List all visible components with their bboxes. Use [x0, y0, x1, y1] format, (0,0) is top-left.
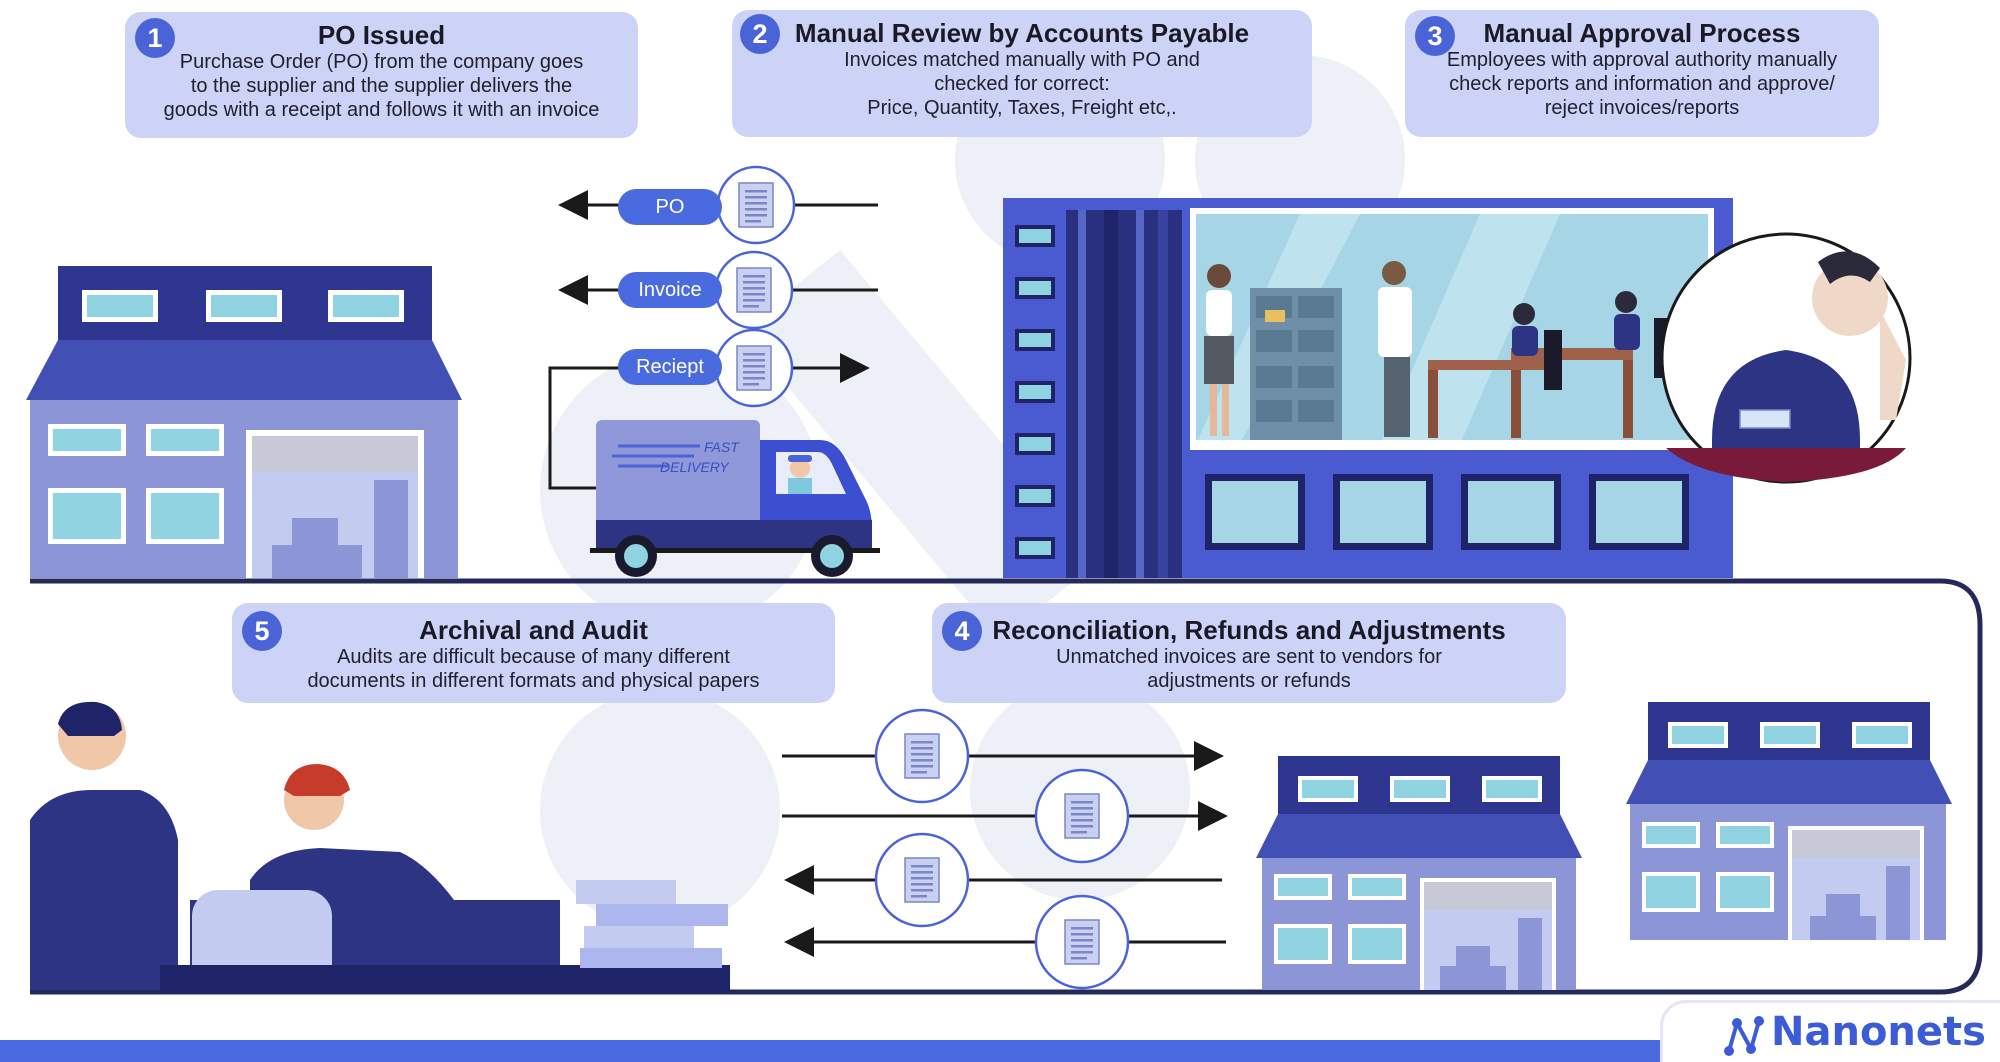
step-1-title: PO Issued: [317, 20, 446, 50]
reconciliation-flow: [782, 741, 1228, 957]
step-5-card: 5 Archival and Audit Audits are difficul…: [232, 603, 835, 703]
po-label: PO: [618, 189, 722, 225]
reconciliation-document-icon: [874, 708, 970, 804]
step-1-number: 1: [135, 18, 175, 58]
brand-name: Nanonets: [1771, 1009, 1986, 1055]
step-2-line: Invoices matched manually with PO and: [844, 49, 1200, 71]
reconciliation-document-icon: [874, 832, 970, 928]
footer-bar: [0, 1040, 2000, 1062]
step-1-line: Purchase Order (PO) from the company goe…: [179, 51, 584, 73]
reconciliation-document-icon: [1034, 768, 1130, 864]
reconciliation-document-icon: [1034, 894, 1130, 990]
step-1-line: goods with a receipt and follows it with…: [163, 99, 600, 121]
step-3-title: Manual Approval Process: [1483, 18, 1801, 48]
nanonets-logo-icon: [1724, 1016, 1764, 1056]
truck-label-delivery: DELIVERY: [660, 459, 730, 475]
brand-logo: Nanonets: [1660, 1000, 2000, 1062]
step-4-line: adjustments or refunds: [1147, 670, 1351, 692]
step-2-line: Price, Quantity, Taxes, Freight etc,.: [867, 97, 1177, 119]
step-2-title: Manual Review by Accounts Payable: [794, 18, 1250, 48]
step-3-card: 3 Manual Approval Process Employees with…: [1405, 10, 1879, 137]
step-5-line: Audits are difficult because of many dif…: [337, 646, 730, 668]
step-3-line: check reports and information and approv…: [1449, 73, 1835, 95]
invoice-document-icon: [714, 250, 794, 330]
step-4-title: Reconciliation, Refunds and Adjustments: [992, 615, 1506, 645]
step-5-title: Archival and Audit: [419, 615, 648, 645]
receipt-label: Reciept: [618, 349, 722, 385]
step-1-card: 1 PO Issued Purchase Order (PO) from the…: [125, 12, 638, 138]
invoice-label: Invoice: [618, 272, 722, 308]
step-2-line: checked for correct:: [934, 73, 1110, 95]
po-document-icon: [716, 165, 796, 245]
delivery-truck-icon: FAST DELIVERY: [590, 420, 880, 577]
step-1-line: to the supplier and the supplier deliver…: [190, 75, 573, 97]
vendor-building-icon: [1256, 756, 1582, 990]
step-2-number: 2: [740, 14, 780, 54]
step-5-line: documents in different formats and physi…: [307, 670, 760, 692]
flow-outline: [30, 578, 1983, 995]
step-3-line: reject invoices/reports: [1544, 97, 1740, 119]
step-3-line: Employees with approval authority manual…: [1446, 49, 1838, 71]
receipt-document-icon: [714, 328, 794, 408]
step-5-number: 5: [242, 611, 282, 651]
truck-label-fast: FAST: [704, 439, 740, 455]
audit-team-icon: [30, 701, 730, 993]
office-building-icon: [1003, 198, 1733, 578]
vendor-building-icon: [1626, 702, 1952, 940]
step-2-card: 2 Manual Review by Accounts Payable Invo…: [732, 10, 1312, 137]
stressed-employee-icon: [1660, 232, 1912, 484]
step-4-line: Unmatched invoices are sent to vendors f…: [1056, 646, 1442, 668]
company-building-icon: [26, 266, 462, 578]
step-3-number: 3: [1415, 16, 1455, 56]
step-4-number: 4: [942, 611, 982, 651]
step-4-card: 4 Reconciliation, Refunds and Adjustment…: [932, 603, 1566, 703]
